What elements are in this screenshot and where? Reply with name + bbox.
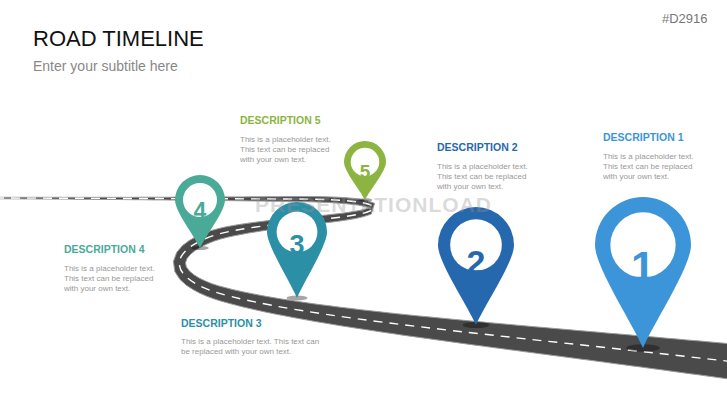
description-heading: DESCRIPTION 4 <box>64 243 145 256</box>
callout-number: 1 <box>595 245 691 288</box>
slide-id: #D2916 <box>662 11 708 27</box>
map-pin: 2 <box>438 207 514 325</box>
map-pin: 1 <box>595 197 691 348</box>
pin-shadow <box>358 198 373 201</box>
callout-number: 5 <box>344 162 386 181</box>
description-heading: DESCRIPTION 1 <box>603 131 684 144</box>
description-body: This is a placeholder text. This text ca… <box>437 162 535 192</box>
description-body: This is a placeholder text. This text ca… <box>240 135 338 165</box>
pin-body <box>595 197 691 348</box>
description-heading: DESCRIPTION 3 <box>181 317 262 330</box>
description-heading: DESCRIPTION 5 <box>240 114 321 127</box>
map-pin: 5 <box>344 141 386 200</box>
road-surface <box>0 197 727 380</box>
subtitle: Enter your subtitle here <box>33 58 178 76</box>
map-pin: 4 <box>175 175 225 248</box>
description-body: This is a placeholder text. This text ca… <box>603 152 701 182</box>
watermark: PRESENTATIONLOAD <box>255 192 492 218</box>
road-centerline <box>0 198 727 362</box>
pin-body <box>267 202 327 298</box>
pin-body <box>438 207 514 325</box>
description-body: This is a placeholder text. This text ca… <box>181 337 321 357</box>
description-body: This is a placeholder text. This text ca… <box>64 264 162 294</box>
callout-number: 3 <box>267 232 327 259</box>
map-pin: 3 <box>267 202 327 298</box>
pin-body <box>344 141 386 200</box>
callout-number: 2 <box>438 245 514 279</box>
description-heading: DESCRIPTION 2 <box>437 141 518 154</box>
callout-number: 4 <box>175 200 225 223</box>
pin-body <box>175 175 225 248</box>
slide-title: ROAD TIMELINE <box>33 25 204 53</box>
